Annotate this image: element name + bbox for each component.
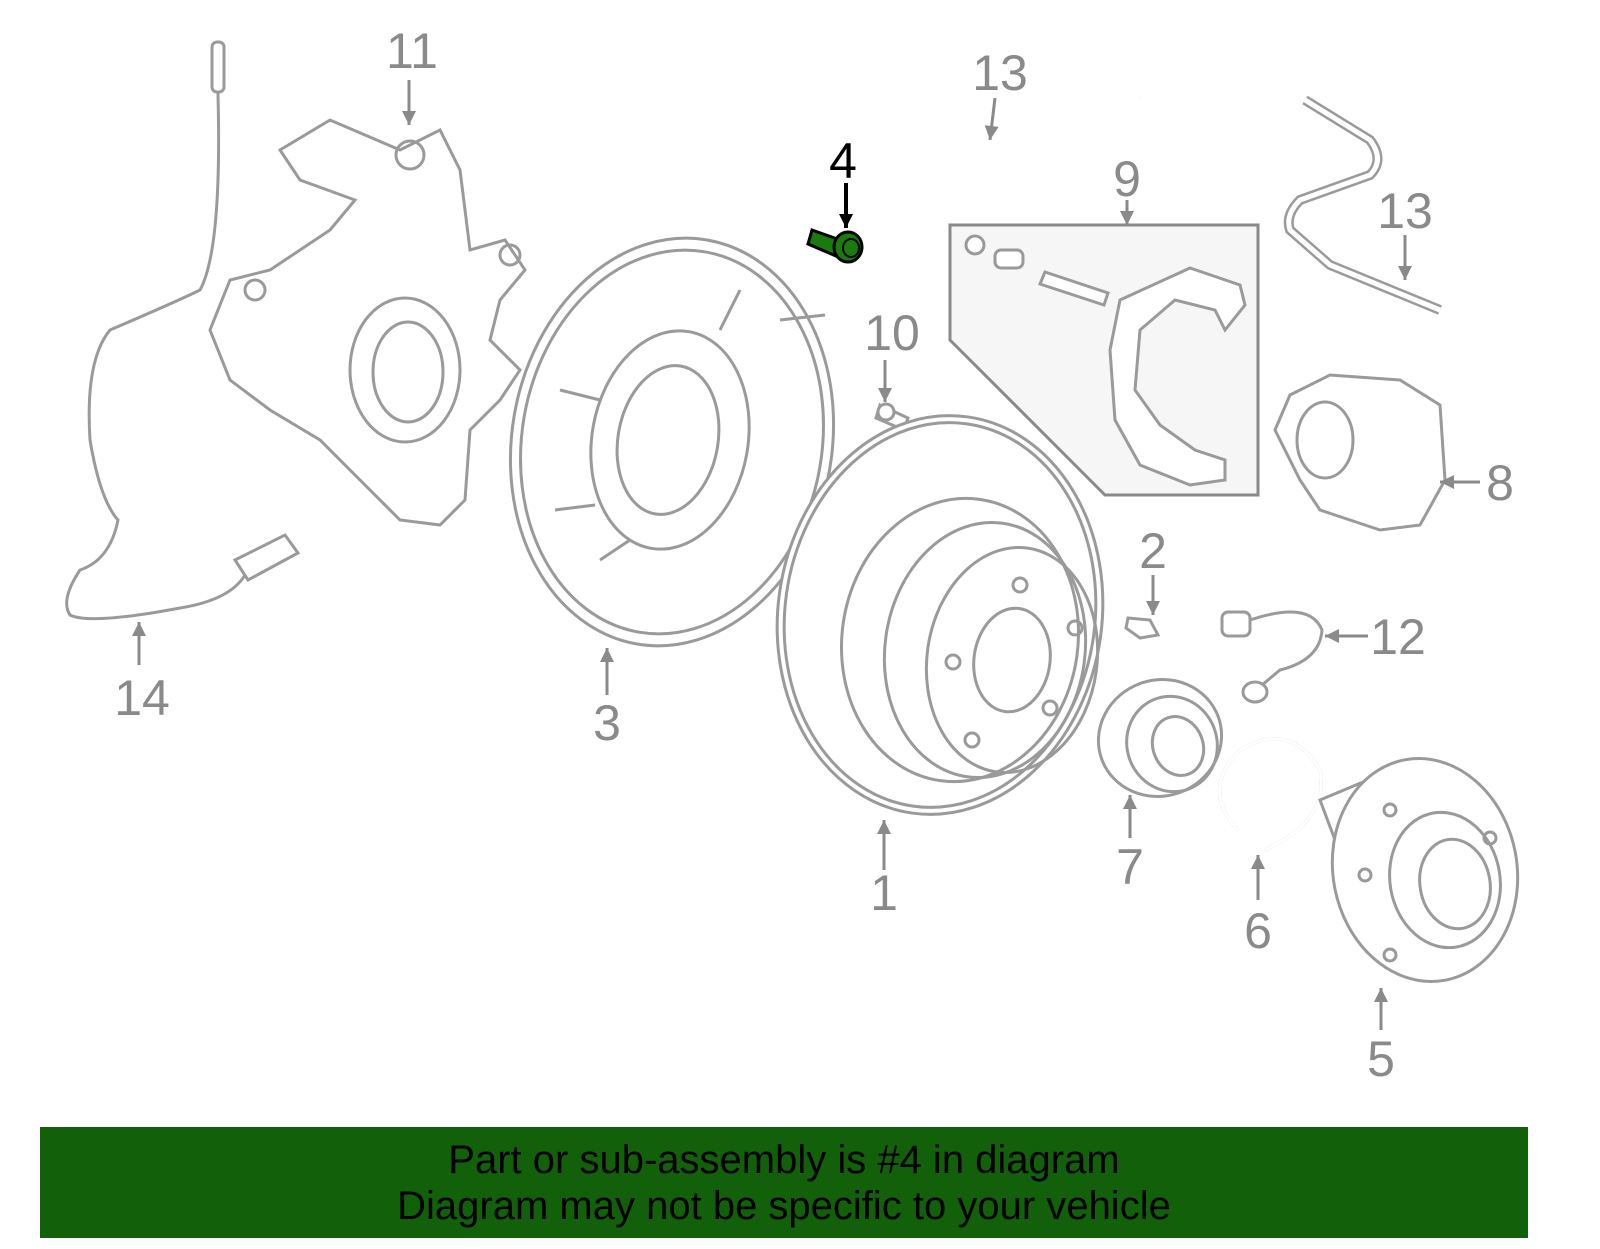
arrowhead-icon: [1146, 601, 1160, 615]
arrowhead-icon: [1374, 988, 1388, 1002]
splash-shield-part-3[interactable]: [479, 212, 865, 671]
callout-8[interactable]: 8: [1440, 455, 1514, 511]
arrowhead-icon: [1440, 475, 1454, 489]
arrowhead-icon: [1123, 795, 1137, 809]
callout-label: 5: [1367, 1031, 1395, 1087]
brake-hose-part-13-right[interactable]: [1283, 95, 1442, 315]
banner-line-2: Diagram may not be specific to your vehi…: [397, 1183, 1171, 1228]
arrowhead-icon: [1398, 266, 1412, 280]
callout-2[interactable]: 2: [1139, 523, 1167, 615]
arrowhead-icon: [1251, 855, 1265, 869]
callout-14[interactable]: 14: [114, 622, 170, 726]
callout-label: 13: [972, 45, 1028, 101]
callout-label: 1: [870, 865, 898, 921]
bolt-part-2[interactable]: [1124, 616, 1161, 640]
callout-label: 6: [1244, 903, 1272, 959]
arrowhead-icon: [1120, 211, 1134, 225]
arrowhead-icon: [984, 125, 999, 140]
abs-sensor-wire-part-14[interactable]: [65, 40, 301, 621]
wheel-hub-part-5[interactable]: [1315, 744, 1535, 997]
brake-caliper-part-8[interactable]: [1273, 373, 1447, 532]
callout-label: 8: [1486, 455, 1514, 511]
arrowhead-icon: [402, 111, 416, 125]
arrowhead-icon: [877, 820, 891, 834]
snap-ring-part-6[interactable]: [1218, 737, 1323, 852]
arrowhead-icon: [132, 622, 146, 636]
steering-knuckle-part-11[interactable]: [208, 118, 527, 527]
callout-label: 9: [1113, 151, 1141, 207]
callout-10[interactable]: 10: [864, 305, 920, 402]
banner-line-1: Part or sub-assembly is #4 in diagram: [448, 1137, 1120, 1182]
callout-7[interactable]: 7: [1116, 795, 1144, 895]
callout-label: 7: [1116, 839, 1144, 895]
callout-label: 13: [1377, 183, 1433, 239]
wheel-bearing-part-7[interactable]: [1082, 662, 1238, 813]
callout-label: 10: [864, 305, 920, 361]
callout-label: 11: [386, 23, 438, 79]
wear-sensor-part-12[interactable]: [1220, 610, 1324, 704]
callout-13[interactable]: 13: [1377, 183, 1433, 280]
callout-5[interactable]: 5: [1367, 988, 1395, 1087]
callout-12[interactable]: 12: [1325, 609, 1426, 665]
callout-13[interactable]: 13: [972, 45, 1028, 141]
arrowhead-icon: [839, 214, 853, 228]
arrowhead-icon: [1325, 629, 1339, 643]
callout-11[interactable]: 11: [386, 23, 438, 125]
callout-1[interactable]: 1: [870, 820, 898, 921]
info-banner: Part or sub-assembly is #4 in diagram Di…: [40, 1127, 1528, 1238]
callout-label: 3: [593, 695, 621, 751]
arrowhead-icon: [878, 388, 892, 402]
bolt-part-4[interactable]: [806, 228, 864, 264]
callout-6[interactable]: 6: [1244, 855, 1272, 959]
callout-9[interactable]: 9: [1113, 151, 1141, 225]
callout-label: 14: [114, 670, 170, 726]
callout-label: 2: [1139, 523, 1167, 579]
callout-label: 12: [1370, 609, 1426, 665]
callout-3[interactable]: 3: [593, 648, 621, 751]
brake-hose-part-13-left[interactable]: [898, 77, 1141, 179]
caliper-bracket-kit-part-9[interactable]: [948, 223, 1260, 497]
arrowhead-icon: [600, 648, 614, 662]
callout-4[interactable]: 4: [829, 133, 857, 228]
callout-label: 4: [829, 133, 857, 189]
brake-rotor-part-1[interactable]: [752, 394, 1129, 835]
